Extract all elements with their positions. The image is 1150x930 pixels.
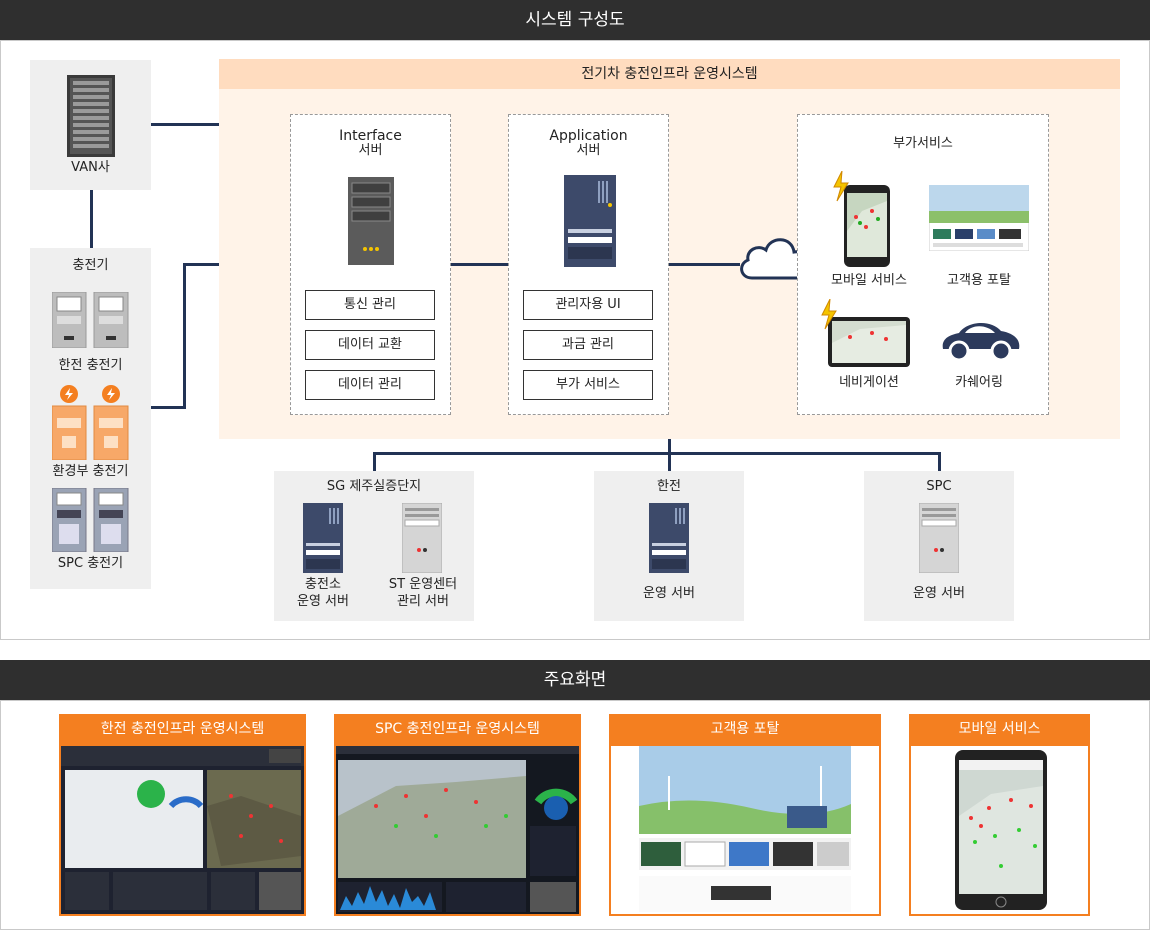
connector-application-cloud bbox=[668, 263, 740, 266]
system-diagram-header: 시스템 구성도 bbox=[0, 0, 1150, 40]
screen-card-mobile[interactable]: 모바일 서비스 bbox=[909, 714, 1090, 916]
kepco-charger-label: 한전 충전기 bbox=[58, 358, 123, 373]
connector-interface-application bbox=[450, 263, 510, 266]
spc-box: SPC 운영 서버 bbox=[864, 471, 1014, 621]
spc-charger-label: SPC 충전기 bbox=[57, 556, 124, 571]
kepco-server-icon bbox=[649, 503, 689, 573]
interface-server-box: Interface 서버 통신 관리 데이터 교환 데이터 관리 bbox=[290, 114, 451, 415]
connector-van-main bbox=[150, 123, 220, 126]
mobile-service-label: 모바일 서비스 bbox=[831, 273, 907, 288]
screen-card-spc[interactable]: SPC 충전인프라 운영시스템 bbox=[334, 714, 581, 916]
spc-title: SPC bbox=[926, 479, 952, 494]
sg-station-server-label-2: 운영 서버 bbox=[297, 594, 349, 609]
portal-screenshot-icon bbox=[929, 185, 1029, 251]
connector-kepco bbox=[668, 452, 671, 471]
main-screens-header: 주요화면 bbox=[0, 660, 1150, 700]
chargers-box: 충전기 한전 충전기 bbox=[30, 248, 151, 589]
connector-chargers-h bbox=[150, 406, 185, 409]
screen-card-mobile-title: 모바일 서비스 bbox=[909, 714, 1090, 744]
kepco-title: 한전 bbox=[657, 479, 681, 494]
sg-title: SG 제주실증단지 bbox=[326, 479, 422, 494]
connector-van-chargers bbox=[90, 190, 93, 248]
van-box: VAN사 bbox=[30, 60, 151, 190]
sg-station-server-label-1: 충전소 bbox=[305, 577, 341, 592]
sg-st-server-icon bbox=[402, 503, 442, 573]
mobile-phone-icon bbox=[832, 171, 892, 267]
screen-thumbnail-spc bbox=[334, 744, 581, 916]
carsharing-label: 카쉐어링 bbox=[955, 375, 1003, 390]
sg-st-server-label-1: ST 운영센터 bbox=[388, 577, 458, 592]
kepco-server-label: 운영 서버 bbox=[643, 586, 695, 601]
addon-title: 부가서비스 bbox=[893, 136, 953, 151]
navigation-tablet-icon bbox=[820, 299, 912, 367]
van-label: VAN사 bbox=[71, 160, 110, 175]
spc-charger-icon bbox=[52, 488, 132, 552]
screen-card-portal[interactable]: 고객용 포탈 bbox=[609, 714, 881, 916]
interface-title: Interface bbox=[339, 128, 402, 144]
connector-bottom-h bbox=[373, 452, 941, 455]
rack-server-icon bbox=[67, 75, 115, 157]
env-charger-icon bbox=[52, 384, 132, 460]
application-title: Application bbox=[549, 128, 628, 144]
interface-server-icon bbox=[348, 177, 394, 265]
func-data-exchange: 데이터 교환 bbox=[305, 330, 435, 360]
connector-spc bbox=[938, 452, 941, 471]
func-billing: 과금 관리 bbox=[523, 330, 653, 360]
screen-card-spc-title: SPC 충전인프라 운영시스템 bbox=[334, 714, 581, 744]
func-data-mgmt: 데이터 관리 bbox=[305, 370, 435, 400]
navigation-label: 네비게이션 bbox=[839, 375, 899, 390]
spc-server-icon bbox=[919, 503, 959, 573]
kepco-charger-icon bbox=[52, 292, 132, 348]
screen-card-kepco-title: 한전 충전인프라 운영시스템 bbox=[59, 714, 306, 744]
main-system-title: 전기차 충전인프라 운영시스템 bbox=[219, 59, 1120, 89]
chargers-title: 충전기 bbox=[72, 258, 109, 273]
application-server-box: Application 서버 관리자용 UI 과금 관리 부가 서비스 bbox=[508, 114, 669, 415]
screen-thumbnail-kepco bbox=[59, 744, 306, 916]
interface-subtitle: 서버 bbox=[358, 143, 383, 158]
sg-st-server-label-2: 관리 서버 bbox=[397, 594, 449, 609]
screen-card-portal-title: 고객용 포탈 bbox=[609, 714, 881, 744]
screen-thumbnail-portal bbox=[609, 744, 881, 916]
spc-server-label: 운영 서버 bbox=[913, 586, 965, 601]
connector-chargers-v bbox=[183, 263, 186, 409]
portal-label: 고객용 포탈 bbox=[947, 273, 1011, 288]
sg-box: SG 제주실증단지 충전소 운영 서버 ST 운영센터 관리 서버 bbox=[274, 471, 474, 621]
addon-services-box: 부가서비스 모바일 서비스 고객용 포탈 bbox=[797, 114, 1049, 415]
func-comm-mgmt: 통신 관리 bbox=[305, 290, 435, 320]
sg-station-server-icon bbox=[303, 503, 343, 573]
env-charger-label: 환경부 충전기 bbox=[52, 464, 129, 479]
connector-main-bottom bbox=[668, 439, 671, 453]
screen-card-kepco[interactable]: 한전 충전인프라 운영시스템 bbox=[59, 714, 306, 916]
connector-sg bbox=[373, 452, 376, 471]
screen-thumbnail-mobile bbox=[909, 744, 1090, 916]
func-addon-service: 부가 서비스 bbox=[523, 370, 653, 400]
kepco-box: 한전 운영 서버 bbox=[594, 471, 744, 621]
application-server-icon bbox=[564, 175, 616, 267]
car-icon bbox=[939, 315, 1023, 363]
application-subtitle: 서버 bbox=[576, 143, 601, 158]
func-admin-ui: 관리자용 UI bbox=[523, 290, 653, 320]
